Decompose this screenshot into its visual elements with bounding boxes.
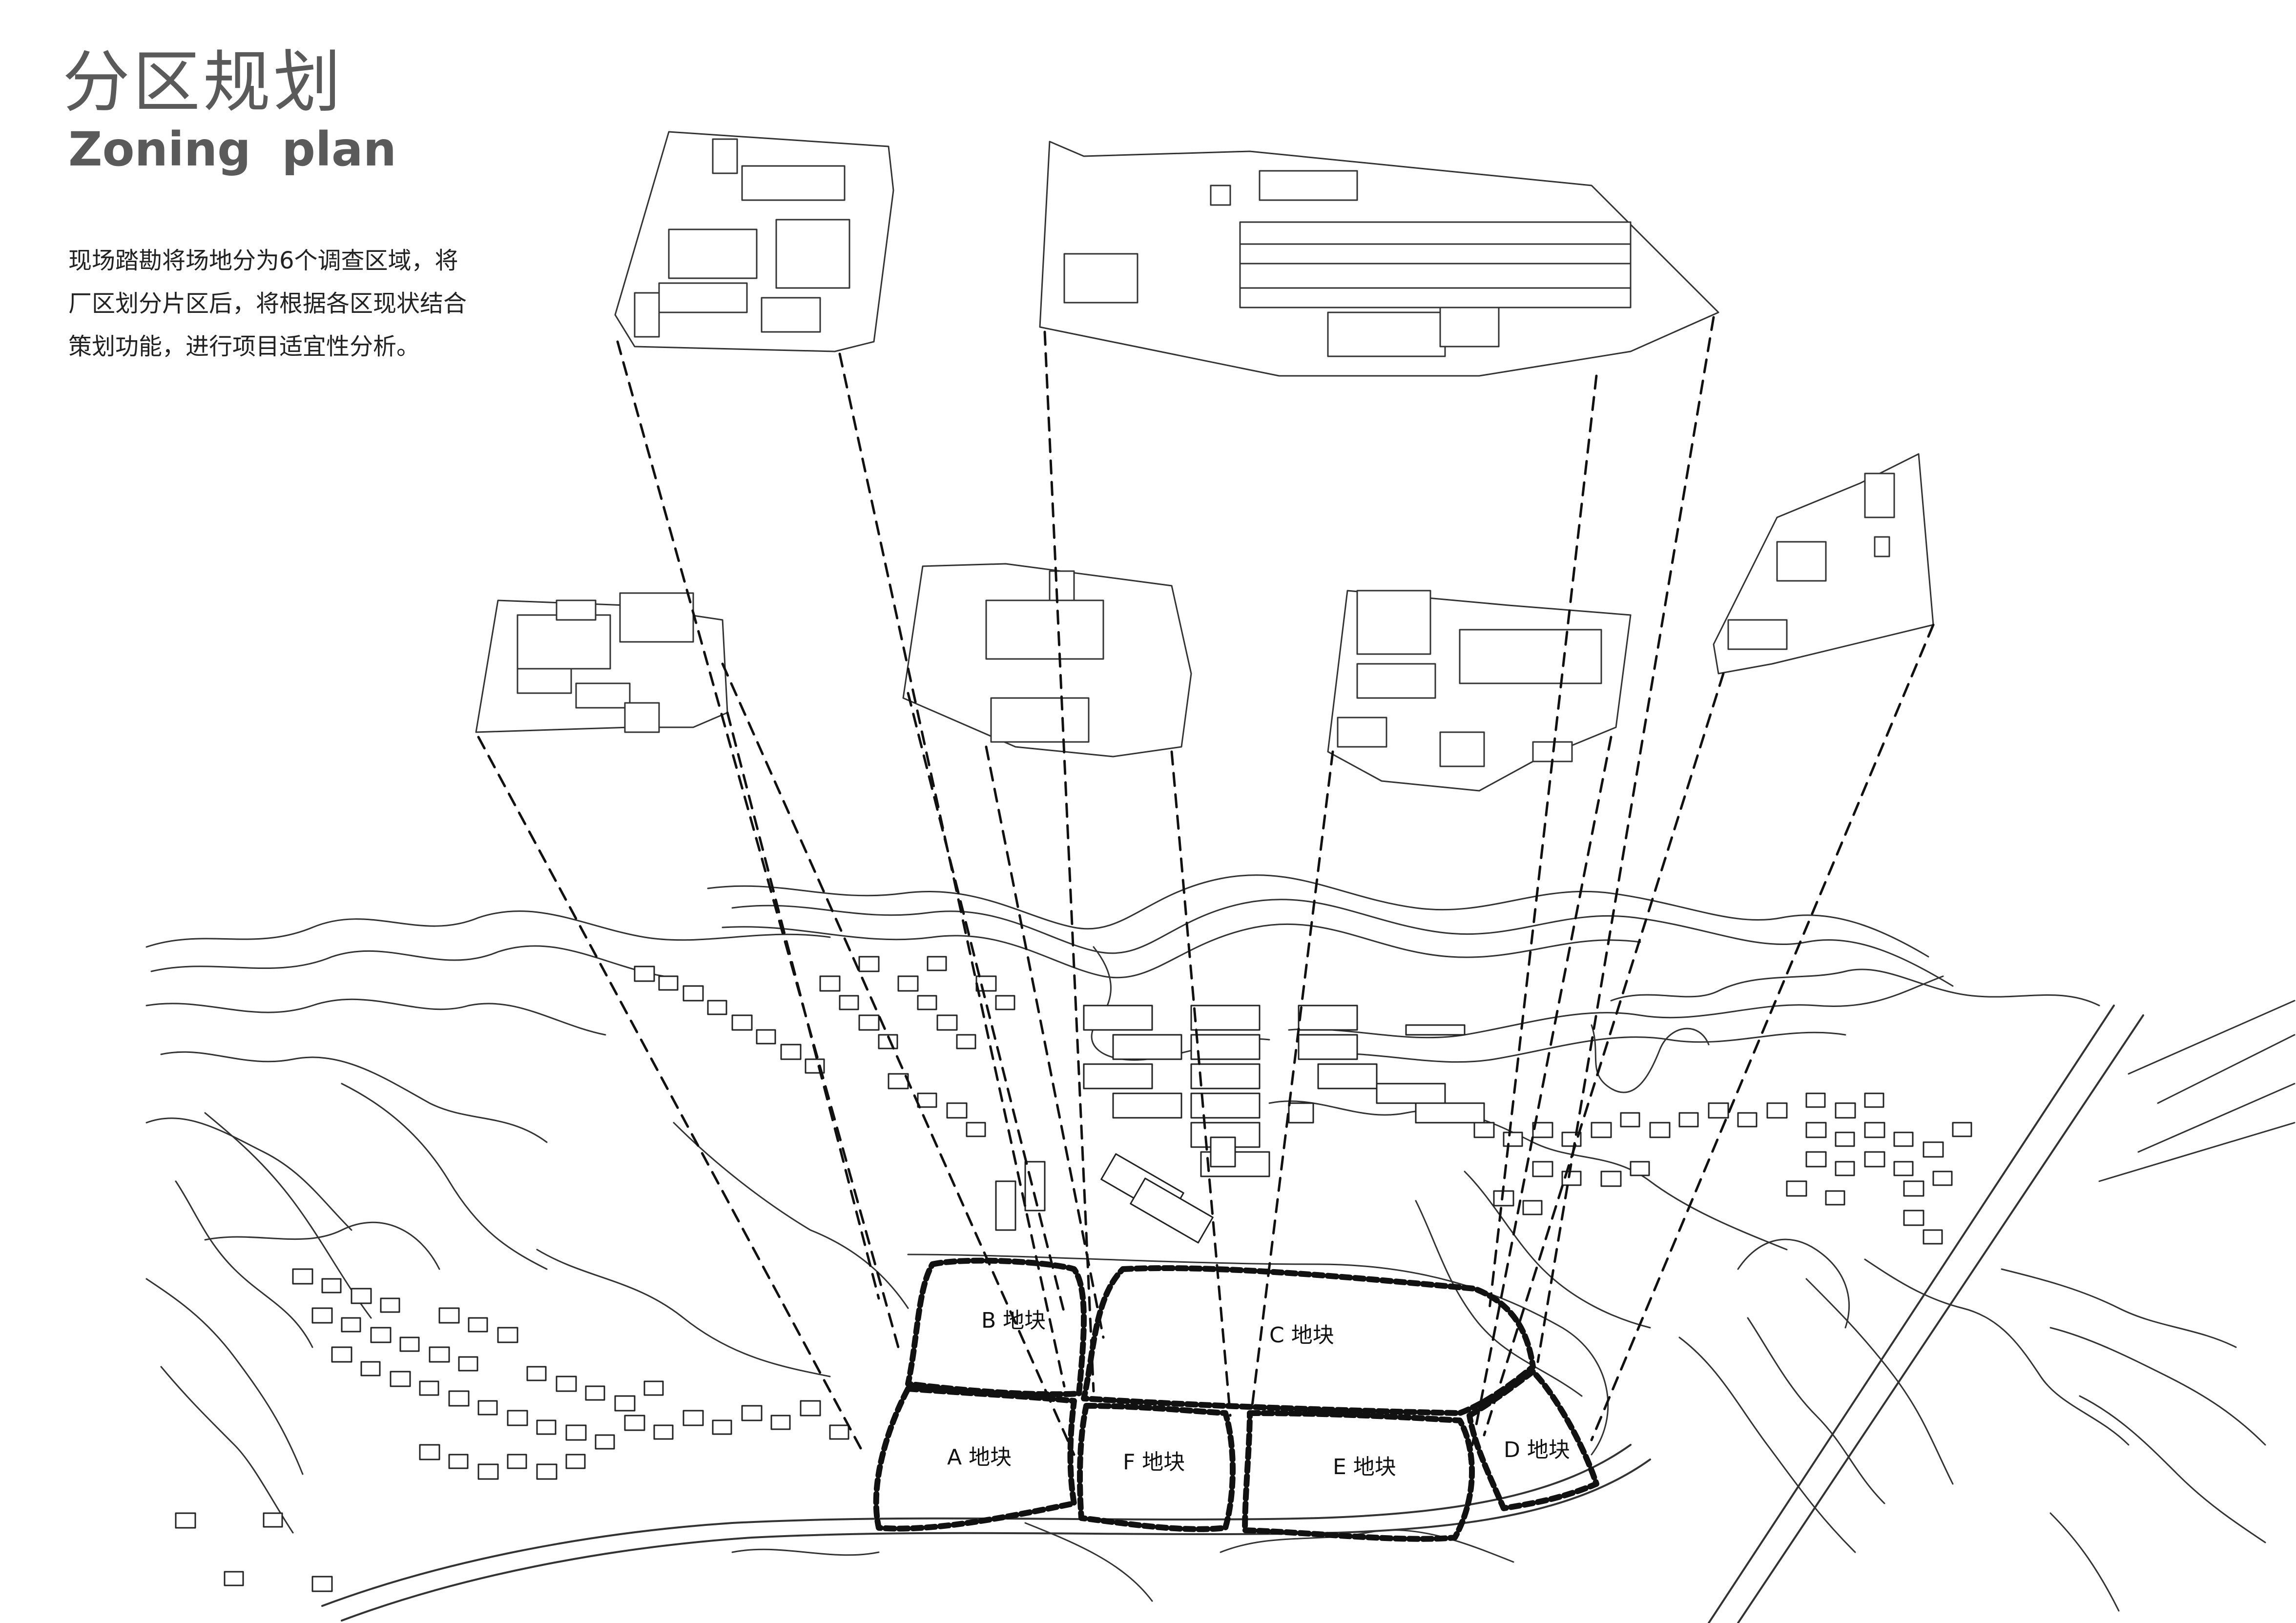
village-buildings xyxy=(175,956,1972,1592)
zone-b-boundary xyxy=(905,1257,1087,1397)
zone-c-boundary xyxy=(1081,1265,1536,1416)
detail-panel-e xyxy=(1327,590,1632,792)
zone-b-label: B 地块 xyxy=(981,1308,1046,1333)
detail-panel-f xyxy=(902,563,1192,758)
intro-line: 厂区划分片区后，将根据各区现状结合 xyxy=(68,290,467,317)
zone-labels: B 地块 C 地块 A 地块 F 地块 E 地块 D 地块 xyxy=(947,1308,1570,1479)
page-title: 分区规划 xyxy=(62,43,344,122)
zone-boundaries xyxy=(873,1257,1599,1542)
zone-f-label: F 地块 xyxy=(1123,1450,1185,1475)
intro-line: 现场踏勘将场地分为6个调查区域，将 xyxy=(68,247,458,274)
detail-panel-a xyxy=(475,592,728,733)
zone-a-boundary xyxy=(873,1386,1077,1532)
page-subtitle: Zoning plan xyxy=(68,122,397,177)
zone-d-label: D 地块 xyxy=(1504,1438,1570,1462)
zone-f-boundary xyxy=(1077,1403,1236,1532)
detail-panel-d xyxy=(1713,453,1934,675)
intro-paragraph: 现场踏勘将场地分为6个调查区域，将 厂区划分片区后，将根据各区现状结合 策划功能… xyxy=(68,239,517,368)
zone-d-boundary xyxy=(1467,1369,1599,1511)
zone-e-boundary xyxy=(1242,1410,1475,1542)
zone-c-label: C 地块 xyxy=(1269,1323,1334,1348)
zone-e-label: E 地块 xyxy=(1333,1455,1396,1479)
zone-a-label: A 地块 xyxy=(947,1445,1012,1470)
projection-lines xyxy=(477,316,1935,1461)
terrain-contours xyxy=(145,874,2296,1623)
detail-panel-b xyxy=(614,131,894,352)
intro-line: 策划功能，进行项目适宜性分析。 xyxy=(68,333,420,360)
detail-panel-c xyxy=(1039,141,1719,377)
